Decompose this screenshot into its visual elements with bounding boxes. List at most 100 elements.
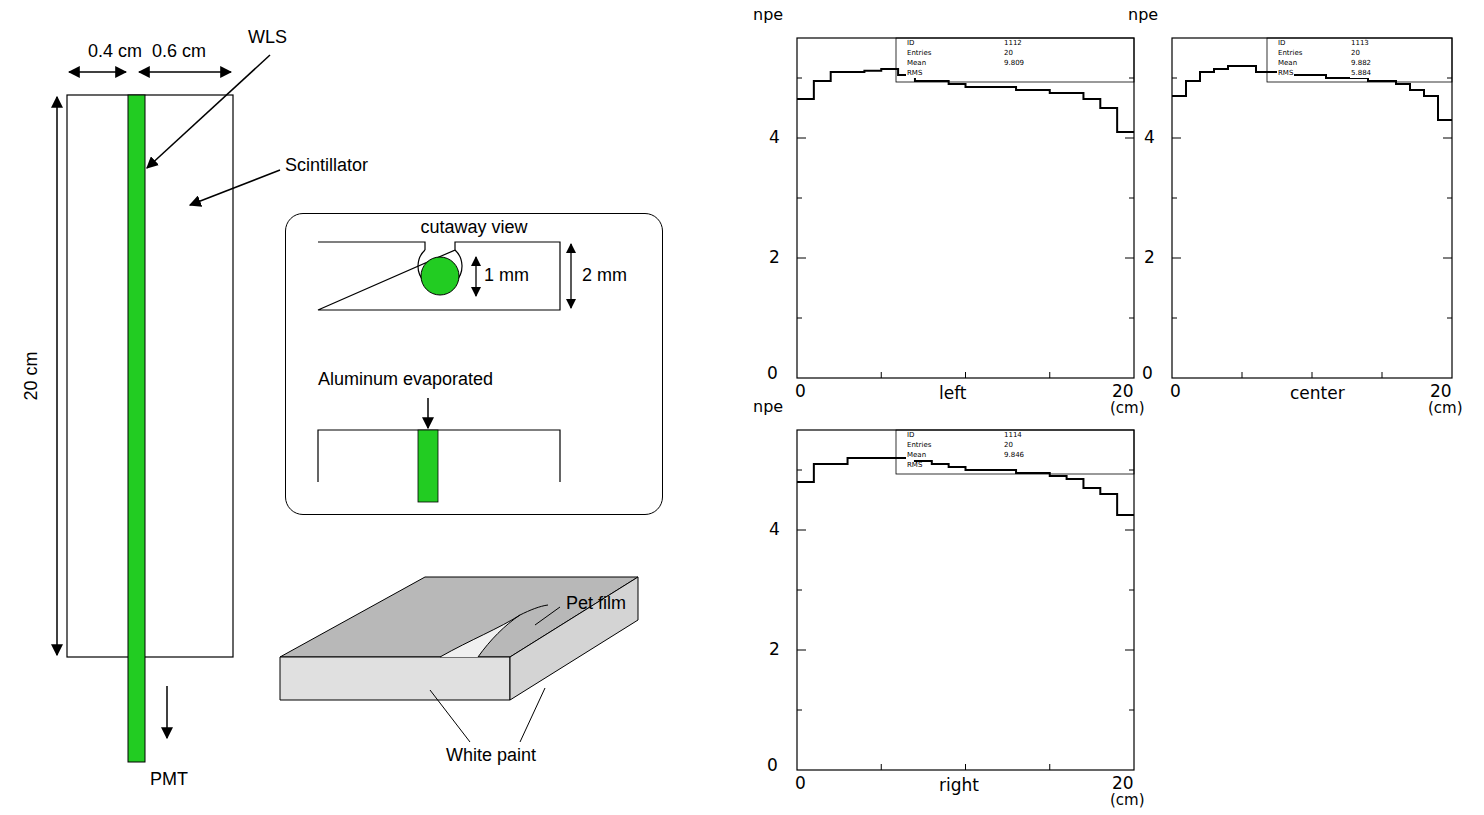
stat-entry: RMS [906,70,923,78]
tick-label: 0 [1142,364,1153,383]
axis-unit: (cm) [1428,400,1463,417]
tick [1129,318,1134,319]
tick-label: 4 [769,128,780,147]
cutaway-scintillator [318,242,560,310]
tick-label: 2 [769,248,780,267]
tick [1443,138,1452,139]
stat-entry: 5.884 [1350,70,1372,78]
tick-label: 0 [795,774,806,793]
leader-line [430,690,470,742]
leader-line [147,55,270,168]
plot-frame [797,430,1134,770]
fiber-section [421,257,459,295]
tick [1125,258,1134,259]
part-name: Aluminum evaporated [318,370,493,390]
stat-entry: 9.846 [1003,452,1025,460]
part-name: Pet film [566,594,626,614]
dimension: 0.6 cm [152,42,206,62]
tick-label: 0 [795,382,806,401]
histograms [797,38,1452,770]
tick [881,372,882,378]
tick-label: 4 [1144,128,1155,147]
plot-title: center [1290,384,1345,403]
tick [797,258,806,259]
axis-unit: (cm) [1110,400,1145,417]
tick [1172,78,1177,79]
fiber-side [418,430,438,502]
tick [797,78,802,79]
stat-entry: 1114 [1003,432,1023,440]
stat-entry: 9.882 [1350,60,1372,68]
pmt-arrow [166,686,168,738]
tick [1172,258,1181,259]
plot-title: left [939,384,967,403]
tick [1447,78,1452,79]
tick [1312,372,1313,378]
tick [797,470,802,471]
peeled-film [520,605,548,615]
dimension-arrow [139,71,231,73]
stat-entry: Mean [906,60,927,68]
side-section [318,430,560,482]
stat-entry: RMS [906,462,923,470]
tick-label: 2 [1144,248,1155,267]
tick [1447,318,1452,319]
tick-label: 20 [1430,382,1452,401]
tick [797,710,802,711]
tick [1125,138,1134,139]
plot-title: right [939,776,979,795]
axis-title: npe [753,6,783,24]
tick [1172,318,1177,319]
part-name: WLS [248,28,287,48]
dimension: 1 mm [484,266,529,286]
tick [965,764,966,770]
tick [1382,372,1383,378]
axis-title: npe [1128,6,1158,24]
tick [1129,470,1134,471]
tick-label: 20 [1112,382,1134,401]
stat-entry: Entries [906,50,932,58]
dimension: 20 cm [22,351,42,400]
leader-line [520,688,545,742]
scintillator-tile [67,95,233,657]
tick [965,372,966,378]
axis-title: npe [753,398,783,416]
leader-line [427,398,429,428]
dimension-arrow [475,257,476,296]
part-name: PMT [150,770,188,790]
tick [1443,258,1452,259]
tick [797,318,802,319]
leader-line [535,607,560,625]
stat-entry: 20 [1350,50,1361,58]
tick [1125,530,1134,531]
peeled-film [440,615,520,657]
tick [1172,198,1177,199]
tick [1129,590,1134,591]
tick-label: 4 [769,520,780,539]
tick [1172,138,1181,139]
wls-fiber [128,95,145,762]
white-paint-face [280,657,510,700]
tick [797,650,806,651]
cutaway-panel: cutaway view [285,213,663,515]
tick [797,530,806,531]
tick [797,590,802,591]
tick [881,764,882,770]
histogram [797,69,1134,132]
stat-entry: ID [1277,40,1286,48]
stat-entry: RMS [1277,70,1294,78]
part-name: Scintillator [285,156,368,176]
tick [797,198,802,199]
tick [1049,372,1050,378]
stat-entry: Mean [1277,60,1298,68]
tick [1447,198,1452,199]
stat-entry: 20 [1003,50,1014,58]
tick [1129,78,1134,79]
dimension-arrow [69,71,126,73]
tick [1125,650,1134,651]
panel-heading: cutaway view [286,218,662,238]
histogram [797,458,1134,515]
plot-frame [1172,38,1452,378]
dimension: 0.4 cm [88,42,142,62]
